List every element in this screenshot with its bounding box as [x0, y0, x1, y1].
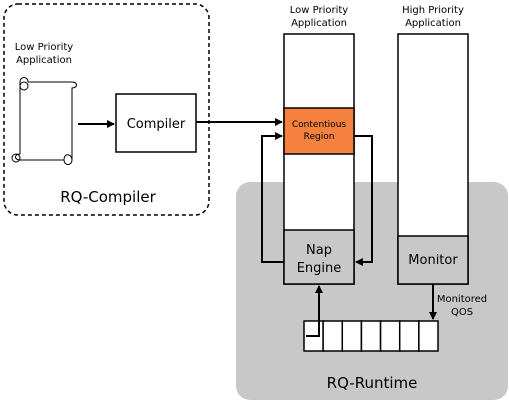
rq-compiler-label: RQ-Compiler — [60, 188, 156, 206]
arrow-engine-to-region-loop — [261, 132, 284, 263]
low-priority-label-2: Application — [291, 18, 347, 29]
compiler-label: Compiler — [127, 117, 186, 132]
high-priority-label-2: Application — [405, 18, 461, 29]
queue-cell — [398, 320, 420, 352]
nap-engine-label-2: Engine — [297, 261, 342, 276]
arrow-queue-to-engine — [306, 285, 323, 337]
monitored-qos-label-2: QOS — [451, 307, 473, 318]
compiler-box — [115, 93, 197, 153]
nap-engine-label-1: Nap — [306, 243, 332, 258]
queue-cell — [322, 320, 344, 352]
high-priority-label-1: High Priority — [402, 5, 464, 16]
queue-cell — [341, 320, 363, 352]
compiler-input-label-1: Low Priority — [15, 42, 74, 53]
scroll-icon — [11, 77, 77, 165]
contentious-region-label-2: Region — [304, 132, 335, 142]
contentious-region — [283, 107, 355, 155]
monitor-box — [397, 235, 469, 285]
arrow-region-to-engine-loop — [354, 135, 373, 266]
rq-compiler-group — [3, 3, 210, 216]
monitor-label: Monitor — [408, 253, 458, 268]
nap-engine-box — [283, 229, 355, 285]
queue-cell — [379, 320, 401, 352]
compiler-input-label-2: Application — [16, 55, 72, 66]
queue-cell — [418, 320, 439, 352]
monitored-qos-label-1: Monitored — [437, 294, 487, 305]
rq-runtime-label: RQ-Runtime — [327, 374, 418, 392]
low-priority-label-1: Low Priority — [290, 5, 349, 16]
qos-queue — [303, 320, 439, 352]
queue-cell — [360, 320, 382, 352]
contentious-region-label-1: Contentious — [292, 120, 347, 130]
